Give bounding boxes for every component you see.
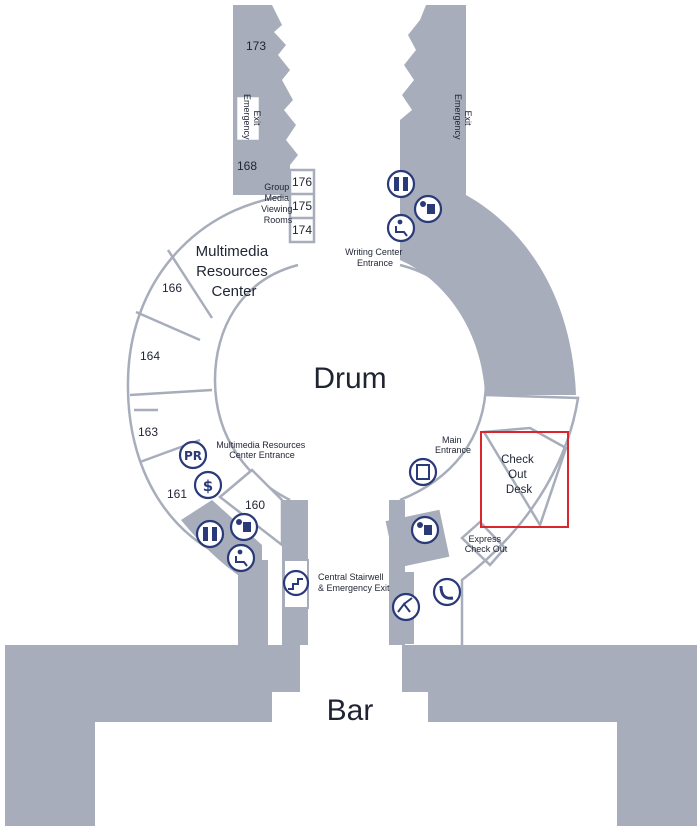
accessible-icon-left bbox=[226, 543, 256, 573]
stairs-icon-right bbox=[391, 592, 421, 622]
restroom-icon-left bbox=[195, 519, 225, 549]
computer-user-icon-center bbox=[410, 515, 440, 545]
room-160: 160 bbox=[245, 498, 265, 512]
computer-user-icon-left bbox=[229, 512, 259, 542]
building-walls bbox=[5, 5, 697, 826]
emergency-exit-left-label: Emergency Exit bbox=[242, 94, 262, 142]
room-168: 168 bbox=[237, 159, 257, 173]
computer-user-icon-right bbox=[413, 194, 443, 224]
svg-text:PR: PR bbox=[184, 449, 202, 463]
mm-entrance-label: Multimedia Resources Center Entrance bbox=[216, 440, 308, 460]
check-out-desk-highlight bbox=[480, 431, 569, 528]
check-out-desk-label: Check Out Desk bbox=[501, 454, 537, 496]
svg-text:$: $ bbox=[203, 477, 213, 495]
book-return-icon bbox=[408, 457, 438, 487]
phone-icon bbox=[432, 577, 462, 607]
room-166: 166 bbox=[162, 281, 182, 295]
express-check-out-label: Express Check Out bbox=[465, 534, 508, 554]
drum-label: Drum bbox=[313, 362, 386, 395]
writing-center-label: Writing Center Entrance bbox=[345, 247, 405, 268]
group-media-label: Group Media Viewing Rooms bbox=[261, 182, 295, 225]
bar-label: Bar bbox=[327, 694, 374, 727]
room-174: 174 bbox=[292, 223, 312, 237]
room-163: 163 bbox=[138, 425, 158, 439]
room-164: 164 bbox=[140, 349, 160, 363]
accessible-icon-right bbox=[386, 213, 416, 243]
stairs-icon-left bbox=[282, 559, 310, 609]
emergency-exit-right-label: Emergency Exit bbox=[453, 94, 473, 142]
pr-icon: PR bbox=[178, 440, 208, 470]
restroom-icon-right bbox=[386, 169, 416, 199]
map-labels: Drum Bar Multimedia Resources Center Gro… bbox=[138, 39, 537, 727]
stairwell-label: Central Stairwell & Emergency Exit bbox=[318, 572, 390, 593]
room-176: 176 bbox=[292, 175, 312, 189]
room-161: 161 bbox=[167, 487, 187, 501]
main-entrance-label: Main Entrance bbox=[435, 435, 471, 455]
room-outlines bbox=[126, 168, 580, 645]
multimedia-label: Multimedia Resources Center bbox=[196, 243, 273, 300]
dollar-icon: $ bbox=[193, 470, 223, 500]
room-173: 173 bbox=[246, 39, 266, 53]
room-175: 175 bbox=[292, 199, 312, 213]
